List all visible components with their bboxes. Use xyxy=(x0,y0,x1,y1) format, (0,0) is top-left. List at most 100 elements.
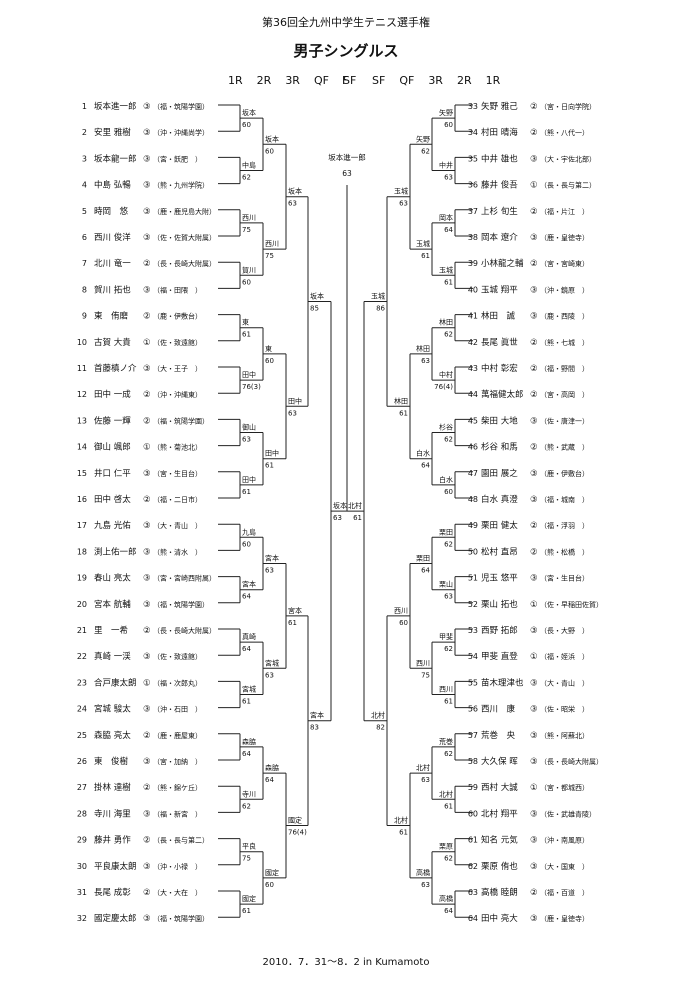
match-winner: 栗田 xyxy=(416,555,430,563)
player-seed-number: 15 xyxy=(77,469,87,478)
player-name: 長尾 成彰 xyxy=(94,887,131,898)
player-name: 九島 光佑 xyxy=(94,520,131,531)
match-score: 63 xyxy=(333,514,342,522)
player-seed-number: 42 xyxy=(468,338,478,347)
player-grade: ③ xyxy=(530,862,538,872)
player-school: （福・城南 ） xyxy=(540,495,589,504)
match-winner: 坂本 xyxy=(310,292,324,301)
player-name: 村田 晴海 xyxy=(481,127,518,138)
match-winner: 坂本 xyxy=(333,501,347,510)
match-score: 63 xyxy=(444,174,453,182)
player-grade: ② xyxy=(530,128,538,138)
match-winner: 玉城 xyxy=(394,188,408,196)
match-winner: 北村 xyxy=(416,763,430,772)
player-school: （福・筑陽学園） xyxy=(153,600,209,609)
player-grade: ③ xyxy=(530,233,538,243)
match-winner: 森脇 xyxy=(242,737,256,746)
match-winner: 坂本 xyxy=(288,187,302,196)
player-school: （熊・阿蘇北） xyxy=(540,731,589,740)
player-grade: ② xyxy=(530,443,538,453)
match-score: 63 xyxy=(421,881,430,889)
player-grade: ② xyxy=(143,416,151,426)
player-name: 苗木理津也 xyxy=(481,677,524,688)
player-grade: ③ xyxy=(143,181,151,191)
match-winner: 栗原 xyxy=(439,843,453,851)
match-score: 63 xyxy=(444,593,453,601)
player-grade: ③ xyxy=(143,521,151,531)
player-name: 東 侑磨 xyxy=(94,311,129,322)
player-name: 高橋 睦朗 xyxy=(481,887,518,898)
player-name: 藤井 勇作 xyxy=(94,835,131,846)
player-school: （福・野間 ） xyxy=(540,364,589,373)
match-winner: 坂本 xyxy=(265,134,279,143)
player-grade: ③ xyxy=(530,416,538,426)
player-seed-number: 13 xyxy=(77,416,87,425)
match-score: 63 xyxy=(265,567,274,575)
match-score: 63 xyxy=(421,776,430,784)
player-school: （大・王子 ） xyxy=(153,364,202,373)
player-grade: ① xyxy=(143,443,151,453)
player-seed-number: 26 xyxy=(77,757,87,766)
player-name: 合戸康太朗 xyxy=(94,677,137,688)
player-seed-number: 2 xyxy=(82,128,87,137)
player-school: （鹿・皇徳寺） xyxy=(540,233,589,242)
match-winner: 平良 xyxy=(242,842,256,851)
player-school: （宮・飫肥 ） xyxy=(153,154,202,163)
player-school: （福・筑陽学園） xyxy=(153,416,209,425)
player-school: （佐・致遠館） xyxy=(153,338,202,347)
match-score: 85 xyxy=(310,305,319,313)
player-seed-number: 18 xyxy=(77,547,87,556)
player-grade: ② xyxy=(530,207,538,217)
match-winner: 北村 xyxy=(348,501,362,510)
player-grade: ① xyxy=(143,678,151,688)
round-label: QF xyxy=(313,74,329,87)
player-seed-number: 45 xyxy=(468,416,478,425)
match-winner: 中島 xyxy=(242,161,256,170)
player-name: 坂本進一郎 xyxy=(94,101,137,112)
match-winner: 高橋 xyxy=(439,894,453,903)
event-dates-footer: 2010．7．31～8．2 in Kumamoto xyxy=(262,957,430,968)
player-name: 田中 啓太 xyxy=(94,494,131,505)
player-grade: ③ xyxy=(143,862,151,872)
player-name: 寺川 海里 xyxy=(94,808,131,819)
match-winner: 御山 xyxy=(242,423,256,432)
match-score: 61 xyxy=(242,907,251,915)
match-winner: 國定 xyxy=(242,894,256,903)
match-winner: 真崎 xyxy=(242,632,256,641)
player-school: （福・浮羽 ） xyxy=(540,521,589,530)
player-seed-number: 51 xyxy=(468,574,478,583)
match-score: 62 xyxy=(444,436,453,444)
match-score: 62 xyxy=(421,147,430,155)
match-score: 86 xyxy=(376,305,385,313)
player-seed-number: 30 xyxy=(77,862,87,871)
match-score: 64 xyxy=(421,567,430,575)
player-grade: ② xyxy=(530,102,538,112)
match-winner: 北村 xyxy=(371,711,385,720)
match-score: 63 xyxy=(288,409,297,417)
match-winner: 中村 xyxy=(439,370,453,379)
player-seed-number: 59 xyxy=(468,783,478,792)
match-winner: 宮本 xyxy=(242,580,256,589)
player-grade: ② xyxy=(530,259,538,269)
player-school: （宮・生目台） xyxy=(540,574,589,583)
player-seed-number: 55 xyxy=(468,678,478,687)
round-label: 2R xyxy=(456,74,472,87)
player-grade: ② xyxy=(143,731,151,741)
match-winner: 宮城 xyxy=(265,658,279,667)
match-score: 63 xyxy=(288,200,297,208)
player-name: 岡本 遼介 xyxy=(481,232,518,243)
match-winner: 坂本 xyxy=(242,108,256,117)
tournament-title: 第36回全九州中学生テニス選手権 xyxy=(262,16,430,29)
player-name: 真崎 一渓 xyxy=(94,651,131,662)
player-seed-number: 32 xyxy=(77,914,87,923)
match-score: 62 xyxy=(242,802,251,810)
player-school: （福・姪浜 ） xyxy=(540,652,589,661)
player-school: （長・長崎大附属） xyxy=(540,757,603,766)
player-seed-number: 44 xyxy=(468,390,478,399)
player-name: 甲斐 直登 xyxy=(481,651,518,662)
match-score: 63 xyxy=(421,357,430,365)
match-score: 62 xyxy=(444,855,453,863)
player-grade: ③ xyxy=(530,154,538,164)
player-seed-number: 37 xyxy=(468,207,478,216)
round-label: 3R xyxy=(428,74,443,87)
